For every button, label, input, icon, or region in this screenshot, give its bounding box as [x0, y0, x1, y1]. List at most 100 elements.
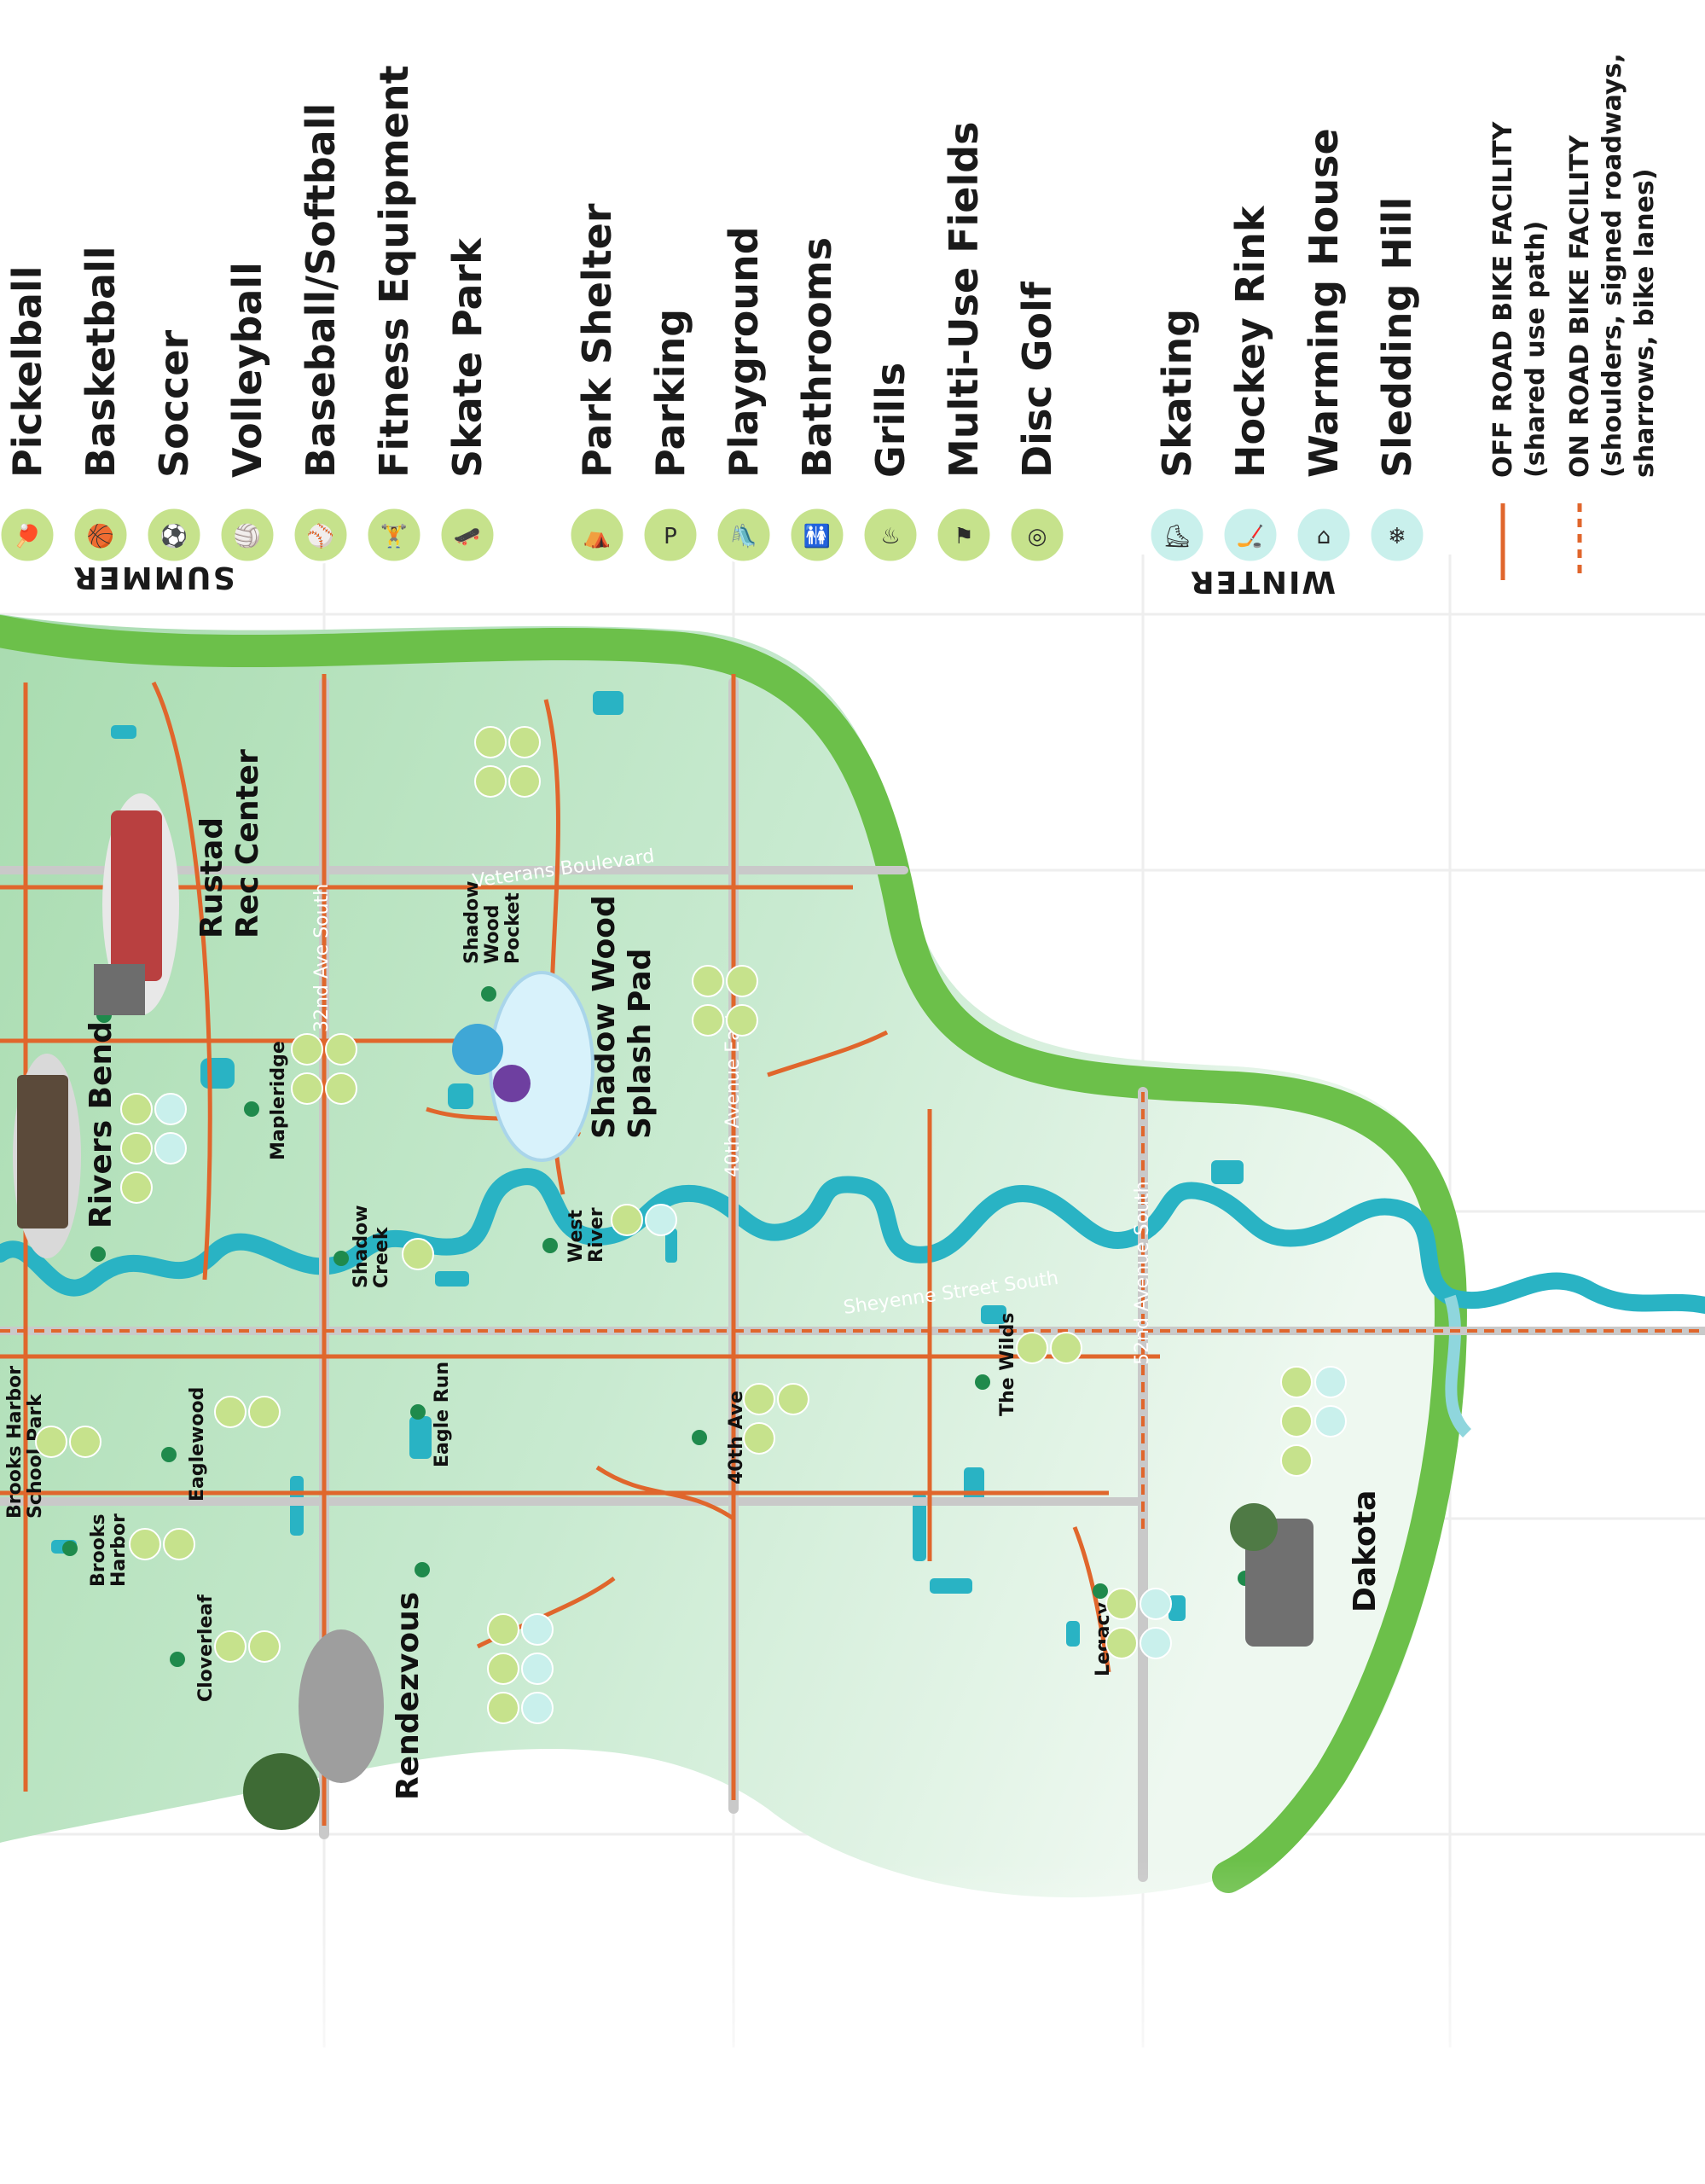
facility-icon	[35, 1426, 67, 1458]
park-west-river: WestRiver	[565, 1207, 607, 1263]
field-icon	[935, 506, 993, 564]
legend-offroad-desc: (shared use path)	[1521, 221, 1551, 478]
facility-icon	[1280, 1366, 1313, 1398]
legend-summer-label-9: Playground	[721, 226, 767, 478]
playground-icon	[715, 506, 773, 564]
playground-icon-glyph: 🛝	[730, 523, 757, 549]
facility-icon	[1105, 1588, 1138, 1620]
park-labels: RustadRec Center Rivers Bend Shadow Wood…	[4, 749, 1383, 1800]
disc-golf-icon-glyph: ◎	[1028, 524, 1047, 549]
facility-icon	[521, 1692, 554, 1724]
legend-summer-label-13: Disc Golf	[1014, 281, 1060, 478]
legend-summer-fitness: 🏋 Fitness Equipment	[365, 65, 423, 564]
hockey-icon-glyph: 🏒	[1237, 524, 1264, 549]
facility-icon	[1280, 1444, 1313, 1477]
facility-icon	[508, 765, 541, 798]
legend-summer-pickleball: 🏓 Pickelball	[0, 265, 56, 564]
legend-summer-volleyball: 🏐Volleyball	[218, 262, 276, 564]
pickleball-icon-glyph: 🏓	[14, 521, 41, 549]
legend-summer-label-8: Parking	[647, 309, 693, 478]
facility-icon	[487, 1653, 519, 1685]
facility-icon	[743, 1422, 775, 1455]
facility-icon	[1280, 1405, 1313, 1438]
facility-icon	[692, 965, 724, 997]
park-brooks-harbor: BrooksHarbor	[88, 1513, 130, 1587]
facility-icon	[402, 1238, 434, 1270]
facility-icon	[1105, 1627, 1138, 1659]
skate-icon	[438, 506, 496, 564]
facility-icon	[163, 1528, 195, 1560]
bottom-fade	[0, 1860, 1705, 2184]
legend-summer-disc-golf: ◎ Disc Golf	[1008, 281, 1066, 564]
baseball-icon-glyph: ⚾	[306, 522, 334, 549]
facility-icon	[325, 1072, 357, 1105]
legend-winter-hockey: 🏒Hockey Rink	[1221, 205, 1279, 564]
legend-onroad-desc-2: sharrows, bike lanes)	[1630, 168, 1660, 478]
facility-icon	[248, 1396, 281, 1428]
legend-summer-bathroom: 🚻 Bathrooms	[788, 237, 846, 564]
dakota-illustration	[1230, 1503, 1314, 1647]
legend-summer-playground: 🛝 Playground	[715, 226, 773, 564]
facility-icon	[1314, 1366, 1347, 1398]
facility-icon	[777, 1383, 809, 1415]
parking-icon	[641, 506, 699, 564]
fitness-icon	[365, 506, 423, 564]
road-label-32nd: 32nd Ave South	[311, 884, 333, 1032]
basketball-icon	[72, 506, 130, 564]
field-icon-glyph: ⚑	[954, 524, 973, 549]
legend-summer-label-3: Volleyball	[224, 262, 270, 478]
legend-winter-title: WINTER	[1189, 564, 1336, 599]
legend: SUMMER WINTER 🏓Pickelball🏀Basketball⚽Soc…	[0, 53, 1660, 599]
rustad-rec-center-illustration	[94, 793, 179, 1015]
legend-summer-label-0: Pickelball	[4, 265, 50, 478]
park-the-wilds: The Wilds	[997, 1313, 1018, 1416]
grill-icon	[861, 506, 919, 564]
facility-icon	[487, 1692, 519, 1724]
facility-icon	[69, 1426, 101, 1458]
legend-summer-field: ⚑Multi-Use Fields	[935, 121, 993, 564]
facility-icons	[35, 726, 1347, 1724]
city-boundary	[0, 615, 1467, 1893]
facility-icon	[248, 1630, 281, 1663]
legend-summer-label-5: Fitness Equipment	[371, 65, 417, 478]
legend-summer-title: SUMMER	[72, 560, 235, 595]
facility-icon	[325, 1033, 357, 1066]
legend-offroad-title: OFF ROAD BIKE FACILITY	[1488, 120, 1518, 478]
facility-icon	[645, 1204, 677, 1236]
park-rivers-bend: Rivers Bend	[84, 1021, 119, 1228]
facility-icon	[120, 1093, 153, 1125]
legend-onroad-desc-1: (shoulders, signed roadways,	[1598, 53, 1627, 478]
fitness-icon-glyph: 🏋	[380, 523, 408, 549]
bathroom-icon-glyph: 🚻	[803, 523, 831, 549]
facility-icon	[1140, 1627, 1172, 1659]
road-label-52nd: 52nd Avenue South	[1132, 1181, 1153, 1365]
facility-icon	[291, 1072, 323, 1105]
legend-winter-sledding: ❄Sledding Hill	[1368, 197, 1426, 564]
facility-icon	[611, 1204, 643, 1236]
road-label-40th: 40th Avenue East	[722, 1012, 744, 1177]
facility-icon	[521, 1653, 554, 1685]
skating-icon-glyph: ⛸	[1163, 524, 1191, 549]
facility-icon	[214, 1630, 246, 1663]
shelter-icon	[568, 506, 626, 564]
park-cloverleaf: Cloverleaf	[195, 1594, 217, 1702]
legend-summer-label-2: Soccer	[151, 330, 197, 478]
legend-summer-label-4: Baseball/Softball	[298, 103, 344, 478]
facility-icon	[521, 1613, 554, 1646]
parking-icon-glyph: P	[664, 524, 677, 549]
facility-icon	[129, 1528, 161, 1560]
legend-onroad-title: ON ROAD BIKE FACILITY	[1565, 134, 1595, 478]
basketball-icon-glyph: 🏀	[87, 521, 114, 550]
facility-icon	[474, 726, 507, 758]
warming-house-icon-glyph: ⌂	[1317, 524, 1331, 549]
legend-summer-label-10: Bathrooms	[794, 237, 840, 478]
river	[0, 1168, 1705, 1314]
shelter-icon-glyph: ⛺	[583, 524, 611, 549]
legend-summer-parking: P Parking	[641, 309, 699, 564]
facility-icon	[726, 1004, 758, 1037]
legend-winter-warming-house: ⌂Warming House	[1295, 128, 1353, 564]
volleyball-icon	[218, 506, 276, 564]
on-road-bike	[0, 1092, 1705, 1536]
soccer-icon	[145, 506, 203, 564]
facility-icon	[487, 1613, 519, 1646]
